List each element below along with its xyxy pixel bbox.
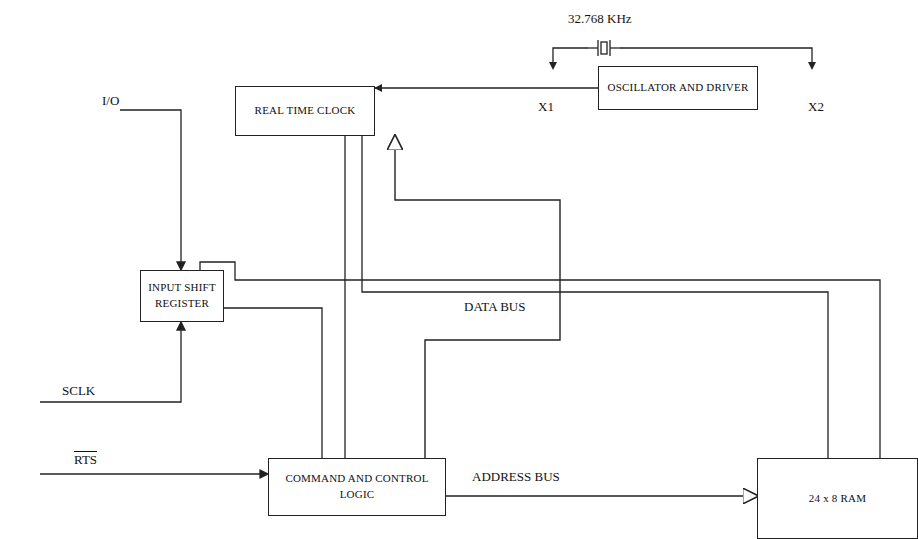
x2-wire [620,48,812,65]
block-box: INPUT SHIFT REGISTER [140,270,224,322]
crystal-lead [610,47,620,48]
block-box: 24 x 8 RAM [757,458,918,539]
frequency-label: 32.768 KHz [566,12,634,26]
block-label: 24 x 8 RAM [809,491,866,507]
signal-name: SCLK [60,384,97,398]
crystal-plate [609,40,610,56]
arrowhead [177,262,185,270]
block-label: INPUT SHIFT REGISTER [147,280,217,312]
arrowhead [549,62,557,70]
arrowhead [808,62,816,70]
sclk-wire [40,326,181,402]
block-label: REAL TIME CLOCK [255,103,356,119]
signal-connector [344,136,345,458]
block-box: COMMAND AND CONTROL LOGIC [268,458,446,516]
x1-wire [553,48,588,65]
signal-connector [375,87,598,88]
rts-wire [40,473,264,474]
signal-name: I/O [100,94,121,108]
pin-name: X1 [536,100,556,114]
signal-name: RTS [72,453,99,467]
signal-connector [362,136,828,458]
crystal-lead [588,47,598,48]
block-label: COMMAND AND CONTROL LOGIC [275,471,439,503]
arrowhead [177,322,185,330]
bus-label: DATA BUS [462,300,527,314]
crystal-plate [597,40,598,56]
bus-label: ADDRESS BUS [470,470,562,484]
bus-connector [395,136,560,458]
block-label: OSCILLATOR AND DRIVER [608,80,749,96]
bus-connector [446,495,757,496]
arrowhead [260,470,268,478]
io-wire [120,110,181,266]
block-box: REAL TIME CLOCK [235,86,375,136]
signal-connector [200,262,880,458]
block-box: OSCILLATOR AND DRIVER [598,66,758,110]
signal-connector [224,308,322,458]
pin-name: X2 [806,100,826,114]
crystal-body [601,42,607,54]
